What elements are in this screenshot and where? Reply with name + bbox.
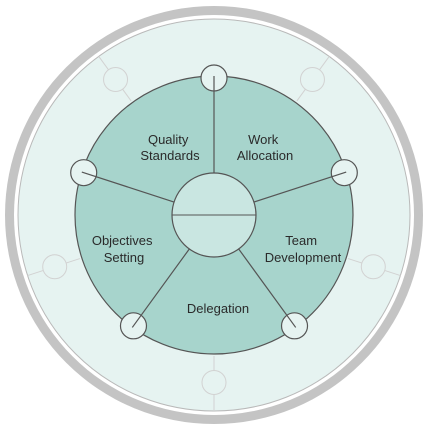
segment-divider-5: [81, 171, 175, 203]
segment-divider-4: [131, 248, 190, 328]
segment-delegation-label: Delegation: [187, 301, 249, 316]
segment-work-allocation-label: Work Allocation: [237, 132, 293, 163]
segment-dividers: [81, 76, 347, 328]
segment-objectives-setting-label: Objectives Setting: [92, 233, 156, 265]
puzzle-tab-4: [42, 254, 68, 280]
puzzle-piece-outlines: [27, 56, 401, 411]
segment-divider-2: [253, 171, 347, 203]
puzzle-tab-2: [360, 254, 386, 280]
segment-team-development-label: Team Development: [265, 233, 342, 265]
segment-quality-standards-label: Quality Standards: [140, 132, 200, 163]
puzzle-tab-1: [299, 66, 325, 92]
puzzle-tab-3: [201, 370, 227, 395]
segment-divider-3: [238, 248, 297, 328]
puzzle-tab-5: [103, 66, 129, 92]
